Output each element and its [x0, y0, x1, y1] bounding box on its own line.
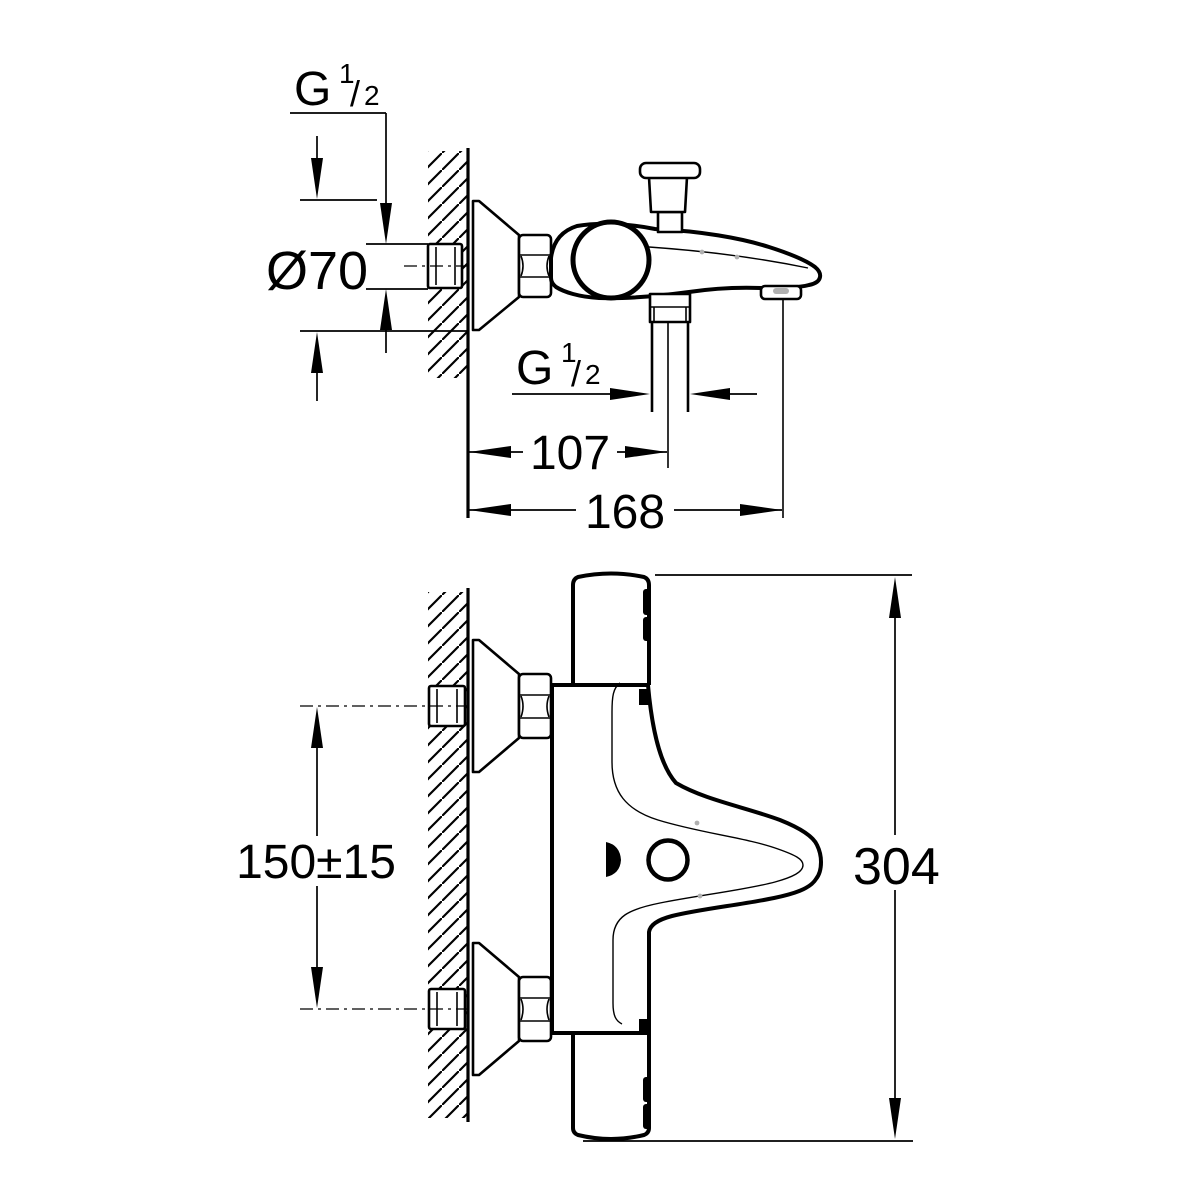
lower-escutcheon	[471, 941, 521, 1077]
shower-outlet-top-view	[648, 292, 692, 468]
wall-thread-label-den: 2	[364, 80, 380, 111]
dimension-wall-to-shower-outlet: 107	[469, 427, 667, 480]
top-handle-mark	[643, 589, 651, 615]
dimension-shower-thread: G 1 / 2	[512, 337, 757, 400]
seam-dot	[699, 249, 705, 255]
diverter-button	[646, 838, 690, 882]
bottom-handle	[571, 1033, 651, 1141]
bottom-handle-mark	[643, 1077, 651, 1102]
spout-inner-contour	[611, 682, 804, 1025]
dim-168-label: 168	[585, 486, 665, 539]
top-view: G 1 / 2 Ø70	[266, 58, 823, 539]
dim-107-label: 107	[530, 427, 610, 480]
wall-thread-label-g: G	[294, 63, 331, 116]
diverter-knob	[638, 161, 702, 234]
shower-thread-label-g: G	[516, 342, 553, 395]
dimension-wall-to-spout-outlet: 168	[469, 486, 782, 539]
wall-hatching	[428, 592, 468, 1118]
dimension-escutcheon-diameter: Ø70	[266, 136, 467, 401]
body-seam-line	[648, 246, 809, 269]
wall-thread-label-num: 1	[339, 58, 355, 89]
seam-dot	[694, 820, 700, 826]
union-nut-top-view	[517, 233, 553, 299]
shower-thread-label-slash: /	[571, 353, 581, 394]
shower-thread-label-num: 1	[561, 337, 577, 368]
shower-thread-label-den: 2	[585, 359, 601, 390]
front-view: 150±15 304	[236, 571, 940, 1142]
escutcheon-diameter-label: Ø70	[266, 241, 368, 301]
handle-circle-top-view	[570, 219, 652, 301]
body-corner-notch	[639, 689, 649, 705]
wall-thread-label-slash: /	[350, 73, 360, 114]
dim-150-label: 150±15	[236, 836, 396, 889]
dimension-overall-height: 304	[583, 574, 940, 1142]
bottom-handle-mark	[643, 1104, 651, 1129]
upper-escutcheon	[471, 638, 521, 774]
body-corner-notch	[639, 1019, 649, 1033]
dim-304-label: 304	[853, 838, 940, 896]
upper-union-nut	[517, 672, 553, 740]
dimension-wall-thread: G 1 / 2	[290, 58, 428, 353]
escutcheon-top-view	[471, 199, 521, 332]
dimension-inlet-spacing: 150±15	[236, 707, 396, 1008]
seam-dot	[697, 893, 703, 899]
lower-union-nut	[517, 975, 553, 1043]
inlet-nipple-top-view	[404, 242, 472, 290]
spout-aerator	[759, 284, 803, 518]
top-handle	[571, 571, 651, 685]
top-handle-mark	[643, 617, 651, 641]
lower-inlet-nipple	[427, 987, 467, 1031]
diverter-slot-mark	[606, 842, 621, 877]
seam-dot	[734, 254, 740, 260]
